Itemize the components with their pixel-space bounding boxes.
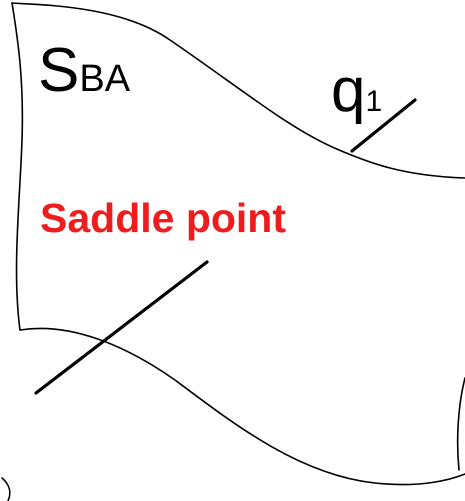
surface-left-edge [11, 2, 24, 331]
saddle-point-label: Saddle point [40, 195, 286, 241]
coordinate-label: q1 [331, 60, 382, 122]
surface-top-edge [11, 2, 465, 179]
coordinate-subscript: 1 [365, 85, 383, 118]
coordinate-symbol: q [331, 56, 366, 125]
saddle-pointer-line [34, 260, 209, 395]
surface-corner-curl [1, 477, 11, 501]
surface-symbol: S [38, 36, 80, 105]
surface-right-edge [456, 377, 465, 471]
surface-label: SBA [38, 40, 130, 102]
coord-pointer-line [350, 98, 417, 153]
surface-bottom-edge [19, 327, 465, 486]
surface-subscript: BA [79, 58, 131, 100]
